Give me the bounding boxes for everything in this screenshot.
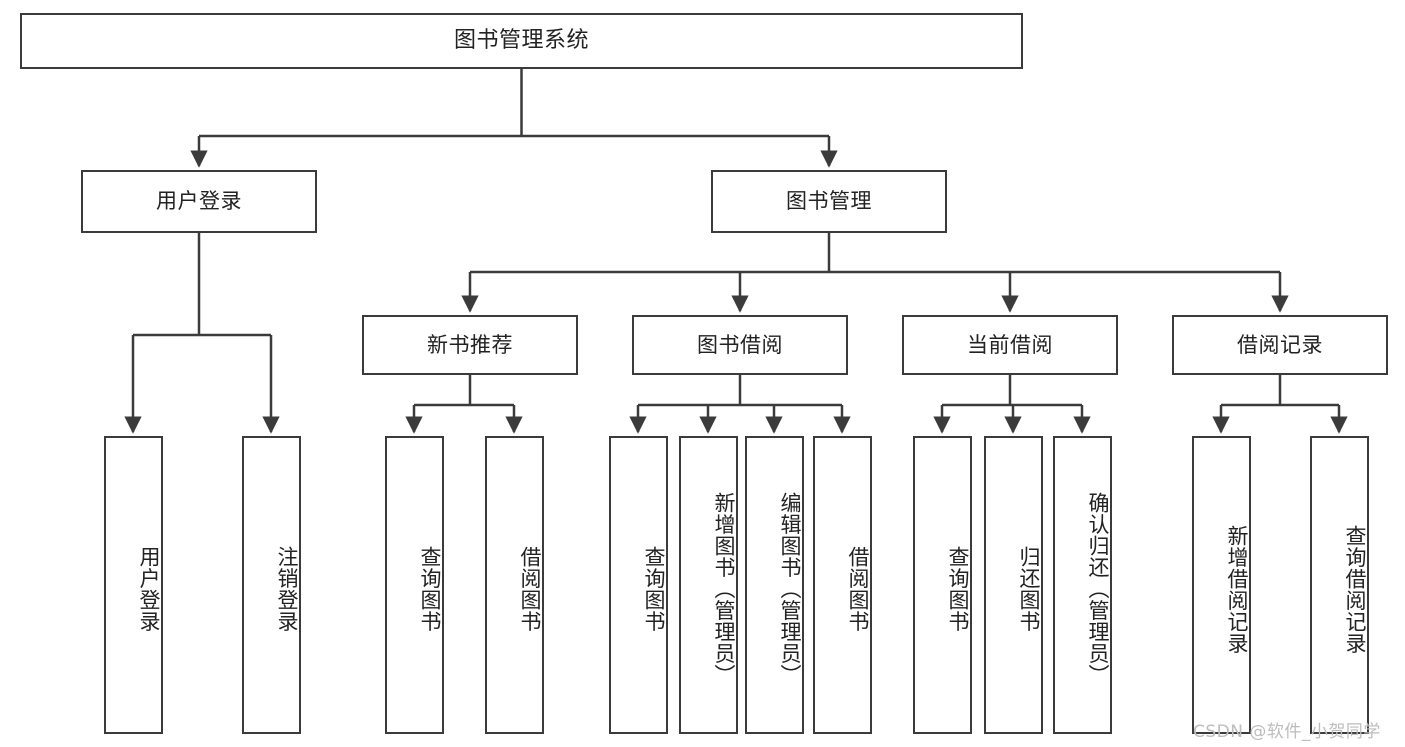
leaf-query-borrow-record-label: 查询借阅记录 (1343, 524, 1367, 654)
node-user-login-label: 用户登录 (156, 189, 242, 214)
leaf-add-book[interactable]: 新增图书（管理员） (679, 436, 738, 734)
leaf-query-book-current-label: 查询图书 (946, 546, 970, 632)
leaf-borrow-book[interactable]: 借阅图书 (813, 436, 872, 734)
leaf-add-borrow-record-label: 新增借阅记录 (1225, 524, 1249, 654)
leaf-edit-book[interactable]: 编辑图书（管理员） (745, 436, 804, 734)
node-book-borrow[interactable]: 图书借阅 (632, 315, 848, 375)
leaf-add-borrow-record[interactable]: 新增借阅记录 (1192, 436, 1251, 734)
leaf-return-book-label: 归还图书 (1017, 546, 1041, 632)
leaf-borrow-book-recommend-label: 借阅图书 (518, 546, 542, 632)
node-new-book-recommend[interactable]: 新书推荐 (362, 315, 578, 375)
leaf-add-book-label: 新增图书（管理员） (712, 492, 736, 686)
leaf-query-book-recommend-label: 查询图书 (418, 546, 442, 632)
leaf-confirm-return-label: 确认归还（管理员） (1086, 492, 1110, 686)
node-new-book-recommend-label: 新书推荐 (427, 332, 513, 357)
node-borrow-record-label: 借阅记录 (1237, 332, 1323, 357)
leaf-user-login-label: 用户登录 (137, 546, 161, 632)
node-book-management-label: 图书管理 (786, 189, 872, 214)
node-user-login[interactable]: 用户登录 (81, 170, 317, 233)
leaf-borrow-book-label: 借阅图书 (846, 546, 870, 632)
leaf-query-book-current[interactable]: 查询图书 (913, 436, 972, 734)
node-current-borrow-label: 当前借阅 (967, 332, 1053, 357)
node-borrow-record[interactable]: 借阅记录 (1172, 315, 1388, 375)
leaf-query-borrow-record[interactable]: 查询借阅记录 (1310, 436, 1369, 734)
node-current-borrow[interactable]: 当前借阅 (902, 315, 1118, 375)
node-book-borrow-label: 图书借阅 (697, 332, 783, 357)
node-book-management[interactable]: 图书管理 (711, 170, 947, 233)
leaf-borrow-book-recommend[interactable]: 借阅图书 (485, 436, 544, 734)
leaf-user-logout[interactable]: 注销登录 (242, 436, 301, 734)
leaf-query-book-recommend[interactable]: 查询图书 (385, 436, 444, 734)
leaf-user-login[interactable]: 用户登录 (104, 436, 163, 734)
leaf-return-book[interactable]: 归还图书 (984, 436, 1043, 734)
leaf-user-logout-label: 注销登录 (275, 546, 299, 632)
leaf-edit-book-label: 编辑图书（管理员） (778, 492, 802, 686)
node-root-label: 图书管理系统 (453, 28, 589, 54)
leaf-query-book-borrow-label: 查询图书 (642, 546, 666, 632)
node-root[interactable]: 图书管理系统 (20, 13, 1023, 69)
leaf-query-book-borrow[interactable]: 查询图书 (609, 436, 668, 734)
leaf-confirm-return[interactable]: 确认归还（管理员） (1053, 436, 1112, 734)
